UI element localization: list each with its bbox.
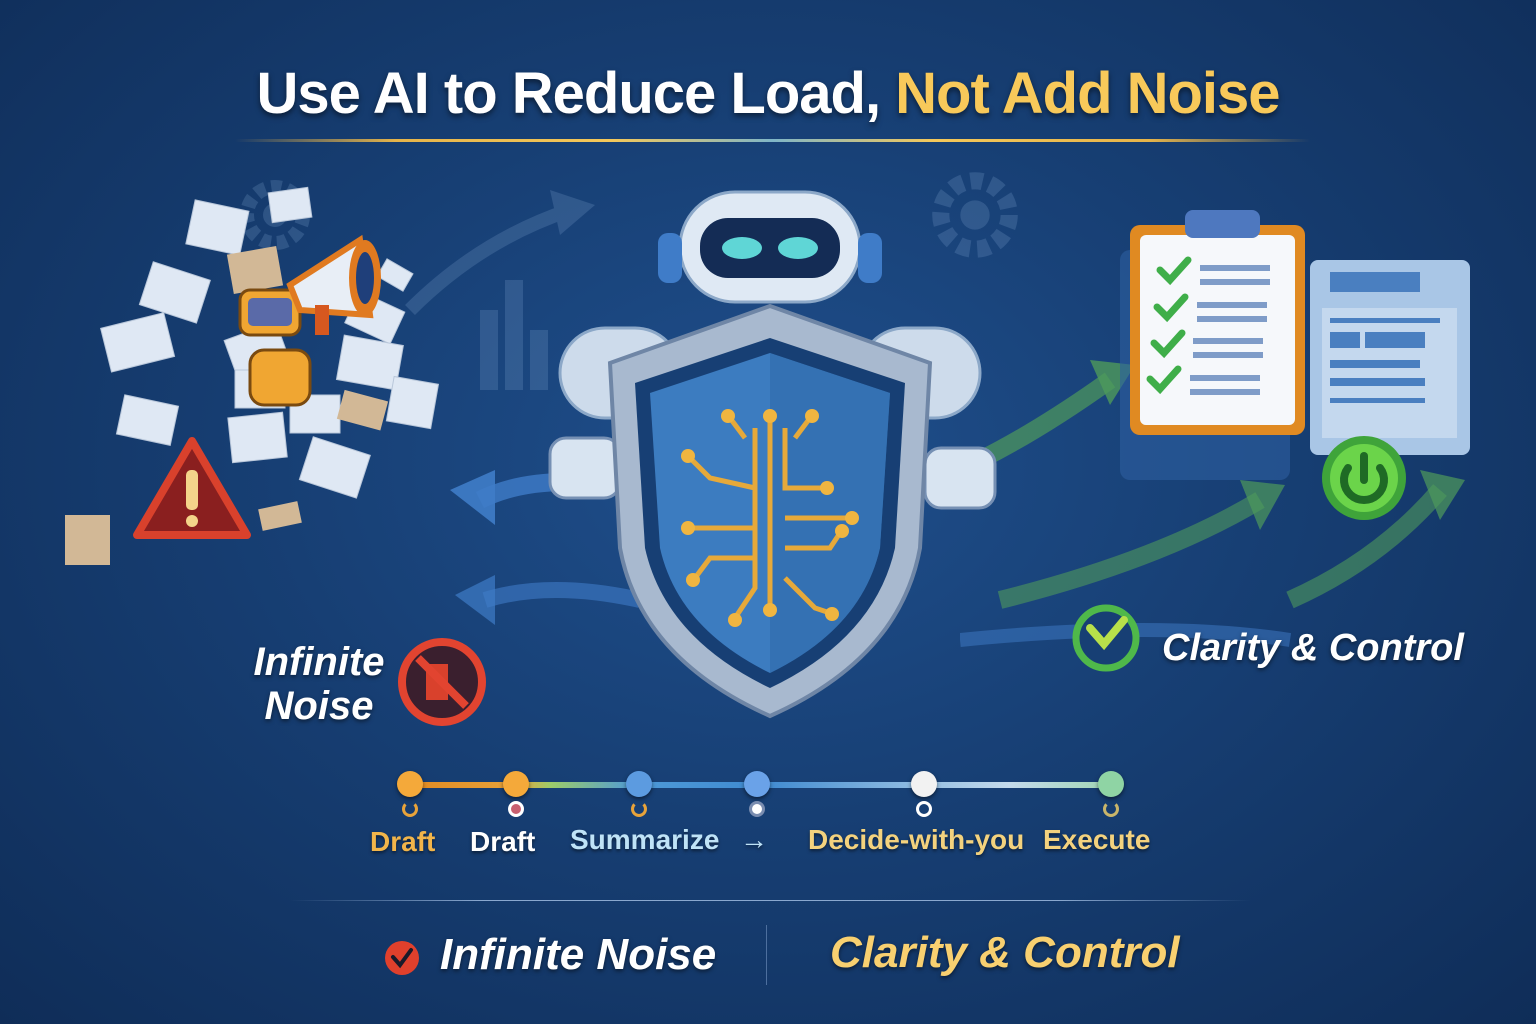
timeline-dot	[1098, 771, 1124, 797]
clipboard-checklist-icon	[1120, 210, 1470, 480]
flow-arrows-right	[960, 360, 1465, 647]
clarity-label: Clarity & Control	[1162, 627, 1464, 669]
trend-arrow-icon	[405, 190, 595, 315]
timeline-dot	[397, 771, 423, 797]
footer-clarity: Clarity & Control	[830, 928, 1180, 977]
noise-label: Infinite Noise	[244, 640, 394, 728]
timeline-label-draft-2: Draft	[470, 826, 536, 857]
title-main: Use AI to Reduce Load,	[256, 61, 896, 126]
noise-label-line1: Infinite	[253, 640, 385, 684]
timeline-step-1[interactable]	[397, 771, 423, 817]
robot-megaphone-icon	[238, 234, 381, 407]
timeline-arrow-icon: →	[740, 824, 768, 855]
timeline-step-2[interactable]	[503, 771, 529, 817]
timeline-marker	[1103, 801, 1119, 817]
gear-icon	[932, 172, 1018, 258]
title-divider	[235, 139, 1310, 142]
noise-label-line2: Noise	[264, 684, 374, 728]
title-highlight: Not Add Noise	[895, 61, 1280, 126]
timeline-marker	[402, 801, 418, 817]
footer-divider	[290, 900, 1250, 901]
timeline-step-6[interactable]	[1098, 771, 1124, 817]
checkmark-circle-icon	[1072, 604, 1140, 672]
footer-noise: Infinite Noise	[440, 930, 717, 979]
timeline-step-5[interactable]	[911, 771, 937, 817]
timeline-marker	[508, 801, 524, 817]
warning-icon	[133, 437, 251, 539]
robot-shield-illustration	[548, 190, 997, 719]
timeline-label-draft-1: Draft	[370, 826, 436, 857]
timeline-dot	[911, 771, 937, 797]
no-entry-icon	[398, 638, 486, 726]
timeline-label-summarize: Summarize	[570, 824, 720, 855]
noise-illustration	[60, 170, 460, 600]
timeline-dot	[503, 771, 529, 797]
timeline-marker	[631, 801, 647, 817]
power-icon	[1322, 436, 1406, 520]
timeline-step-3[interactable]	[626, 771, 652, 817]
timeline-marker	[916, 801, 932, 817]
timeline-label-execute: Execute	[1043, 824, 1151, 855]
timeline-step-4[interactable]	[744, 771, 770, 817]
page-title: Use AI to Reduce Load, Not Add Noise	[0, 60, 1536, 127]
timeline-dot	[626, 771, 652, 797]
check-badge-icon	[385, 941, 419, 975]
timeline-dot	[744, 771, 770, 797]
timeline-marker	[749, 801, 765, 817]
footer-separator	[766, 925, 767, 985]
bar-chart-icon	[480, 280, 548, 390]
timeline-label-decide: Decide-with-you	[808, 824, 1025, 855]
